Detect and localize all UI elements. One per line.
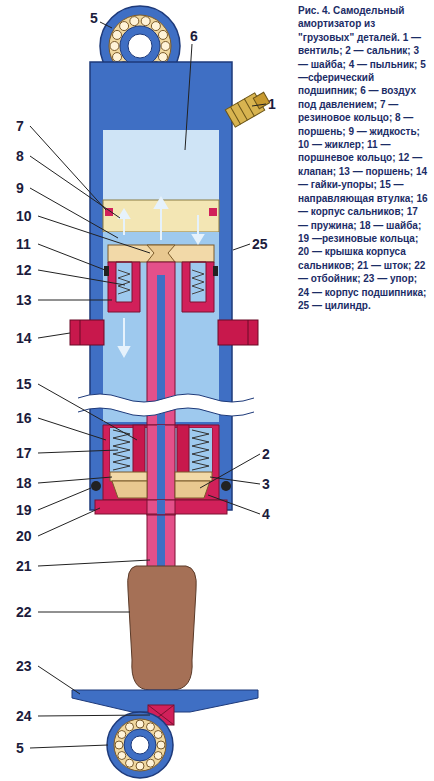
callout-number: 21	[16, 558, 32, 574]
seal-cap	[95, 500, 227, 514]
callout-number: 14	[16, 330, 32, 346]
roller	[136, 762, 144, 770]
air	[103, 130, 219, 200]
rubber-ring	[91, 481, 101, 491]
roller	[154, 752, 162, 760]
roller	[158, 53, 167, 62]
roller	[118, 752, 126, 760]
piston-ring	[104, 266, 109, 276]
callout-number: 20	[16, 528, 32, 544]
valve-spring	[118, 270, 130, 294]
callout-number: 23	[16, 658, 32, 674]
roller	[158, 30, 167, 39]
roller	[126, 759, 134, 767]
roller	[157, 741, 165, 749]
callout-number: 12	[16, 262, 32, 278]
callout-number: 24	[16, 708, 32, 724]
piston-plate	[108, 245, 214, 262]
roller	[110, 42, 119, 51]
callout-number: 2	[262, 446, 270, 462]
callout-number: 1	[268, 96, 276, 112]
roller	[147, 723, 155, 731]
callout-number: 5	[90, 10, 98, 26]
figure-caption: Рис. 4. Самодельный амортизатор из "груз…	[298, 4, 430, 312]
break	[78, 394, 254, 416]
seal	[112, 481, 147, 498]
callout-number: 8	[16, 148, 24, 164]
roller	[136, 720, 144, 728]
roller	[115, 741, 123, 749]
stop-nut	[70, 320, 104, 345]
callout-number: 11	[16, 236, 31, 252]
callout-number: 22	[16, 604, 32, 620]
callout-number: 6	[190, 28, 198, 44]
roller	[126, 723, 134, 731]
leader-lines	[30, 22, 266, 748]
callout-number: 7	[16, 118, 24, 134]
bottom-eye	[107, 712, 173, 778]
callout-number: 13	[16, 292, 32, 308]
callout-number: 16	[16, 410, 32, 426]
callout-number: 17	[16, 445, 32, 461]
roller	[120, 22, 129, 31]
roller	[130, 17, 139, 26]
callout-number: 4	[262, 506, 270, 522]
bumper	[128, 566, 197, 690]
roller	[161, 42, 170, 51]
callout-number: 25	[252, 236, 268, 252]
guide-bushing	[133, 425, 145, 475]
roller	[154, 731, 162, 739]
roller	[147, 759, 155, 767]
jet	[147, 245, 175, 262]
callout-number: 5	[16, 740, 24, 756]
callout-number: 15	[16, 376, 32, 392]
roller	[141, 17, 150, 26]
callout-number: 19	[16, 502, 32, 518]
spring	[113, 430, 209, 470]
roller	[118, 731, 126, 739]
roller	[151, 22, 160, 31]
piston	[108, 262, 140, 312]
roller	[113, 53, 122, 62]
valve	[225, 89, 271, 127]
callout-number: 10	[16, 208, 32, 224]
roller	[113, 30, 122, 39]
washer	[110, 472, 147, 481]
callout-number: 9	[16, 180, 24, 196]
callout-number: 18	[16, 475, 32, 491]
callout-number: 3	[262, 476, 270, 492]
